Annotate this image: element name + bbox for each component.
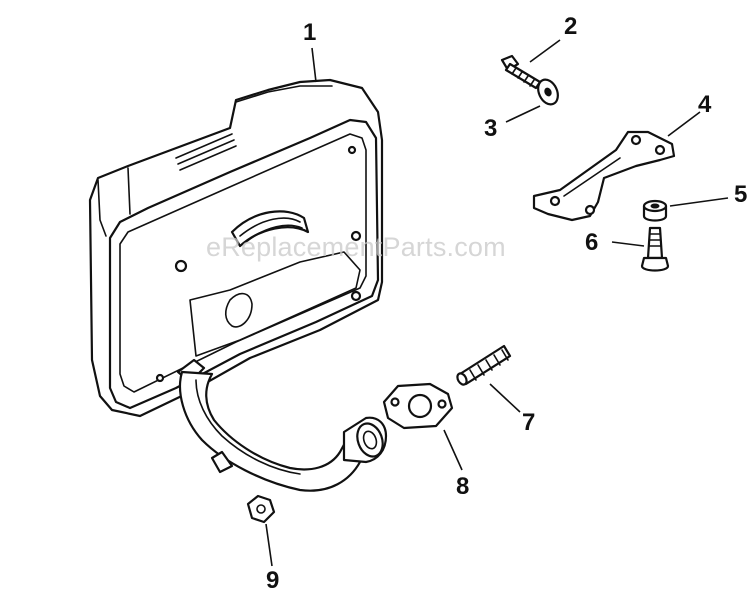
callout-4: 4 bbox=[698, 91, 712, 118]
gasket bbox=[382, 382, 454, 430]
muffler bbox=[88, 78, 384, 418]
callout-7: 7 bbox=[522, 409, 535, 436]
callout-3: 3 bbox=[484, 115, 497, 142]
callout-6: 6 bbox=[585, 229, 598, 256]
callout-9: 9 bbox=[266, 567, 279, 594]
bolt-top bbox=[500, 54, 542, 90]
watermark-text: eReplacementParts.com bbox=[206, 232, 506, 262]
washer bbox=[537, 78, 559, 106]
callout-5: 5 bbox=[734, 181, 747, 208]
callout-8: 8 bbox=[456, 473, 469, 500]
leader-lines bbox=[265, 39, 729, 567]
spacer bbox=[642, 199, 668, 222]
bracket bbox=[532, 130, 676, 222]
callout-1: 1 bbox=[303, 19, 316, 46]
shoulder-bolt bbox=[640, 226, 670, 272]
exhaust-pipe bbox=[178, 370, 388, 492]
stud bbox=[456, 344, 512, 386]
callout-numbers: 1 2 3 4 5 6 7 8 9 bbox=[266, 13, 747, 594]
nut bbox=[246, 494, 276, 524]
callout-2: 2 bbox=[564, 13, 577, 40]
